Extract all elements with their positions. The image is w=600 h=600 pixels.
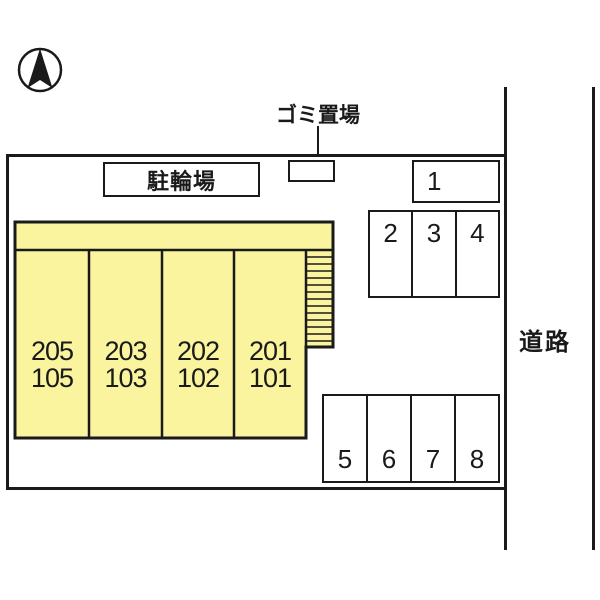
road-edge-line-left <box>504 87 507 550</box>
parking-space-3: 3 <box>411 212 454 296</box>
unit-upper-number: 201 <box>248 336 292 366</box>
parking-space-7: 7 <box>410 396 454 481</box>
unit-upper-number: 202 <box>176 336 220 366</box>
garbage-area-label: ゴミ置場 <box>276 104 360 127</box>
unit-upper-number: 203 <box>104 336 147 366</box>
bicycle-parking-box: 駐輪場 <box>103 162 260 197</box>
parking-space-number: 1 <box>427 166 442 196</box>
unit-lower-number: 103 <box>104 363 147 393</box>
parking-space-number: 5 <box>337 444 353 474</box>
bicycle-parking-label: 駐輪場 <box>146 168 216 194</box>
parking-space-number: 2 <box>383 218 398 248</box>
unit-label: 201 101 <box>234 338 306 394</box>
unit-label: 202 102 <box>162 338 234 394</box>
garbage-area-pointer-line <box>317 126 319 173</box>
parking-space-1: 1 <box>412 160 500 203</box>
unit-label: 203 103 <box>89 338 162 394</box>
unit-lower-number: 102 <box>176 363 220 393</box>
unit-label: 205 105 <box>15 338 89 394</box>
unit-lower-number: 101 <box>248 363 292 393</box>
road-edge-line-right <box>592 87 595 550</box>
parking-space-2: 2 <box>370 212 411 296</box>
parking-row-bottom: 5 6 7 8 <box>322 394 500 483</box>
parking-space-number: 4 <box>470 218 485 248</box>
parking-space-5: 5 <box>324 396 366 481</box>
garbage-area-box <box>288 160 335 182</box>
parking-space-number: 3 <box>426 218 442 248</box>
road-label: 道路 <box>519 329 571 356</box>
unit-upper-number: 205 <box>30 336 74 366</box>
building-outline <box>13 220 335 440</box>
parking-space-6: 6 <box>366 396 410 481</box>
parking-space-8: 8 <box>454 396 498 481</box>
stairs-steps <box>306 256 333 342</box>
parking-row-top: 2 3 4 <box>368 210 500 298</box>
parking-space-number: 8 <box>469 444 485 474</box>
parking-space-number: 7 <box>425 444 441 474</box>
parking-space-4: 4 <box>454 212 498 296</box>
parking-space-number: 6 <box>381 444 397 474</box>
unit-lower-number: 105 <box>30 363 74 393</box>
north-arrow-icon <box>17 47 63 93</box>
